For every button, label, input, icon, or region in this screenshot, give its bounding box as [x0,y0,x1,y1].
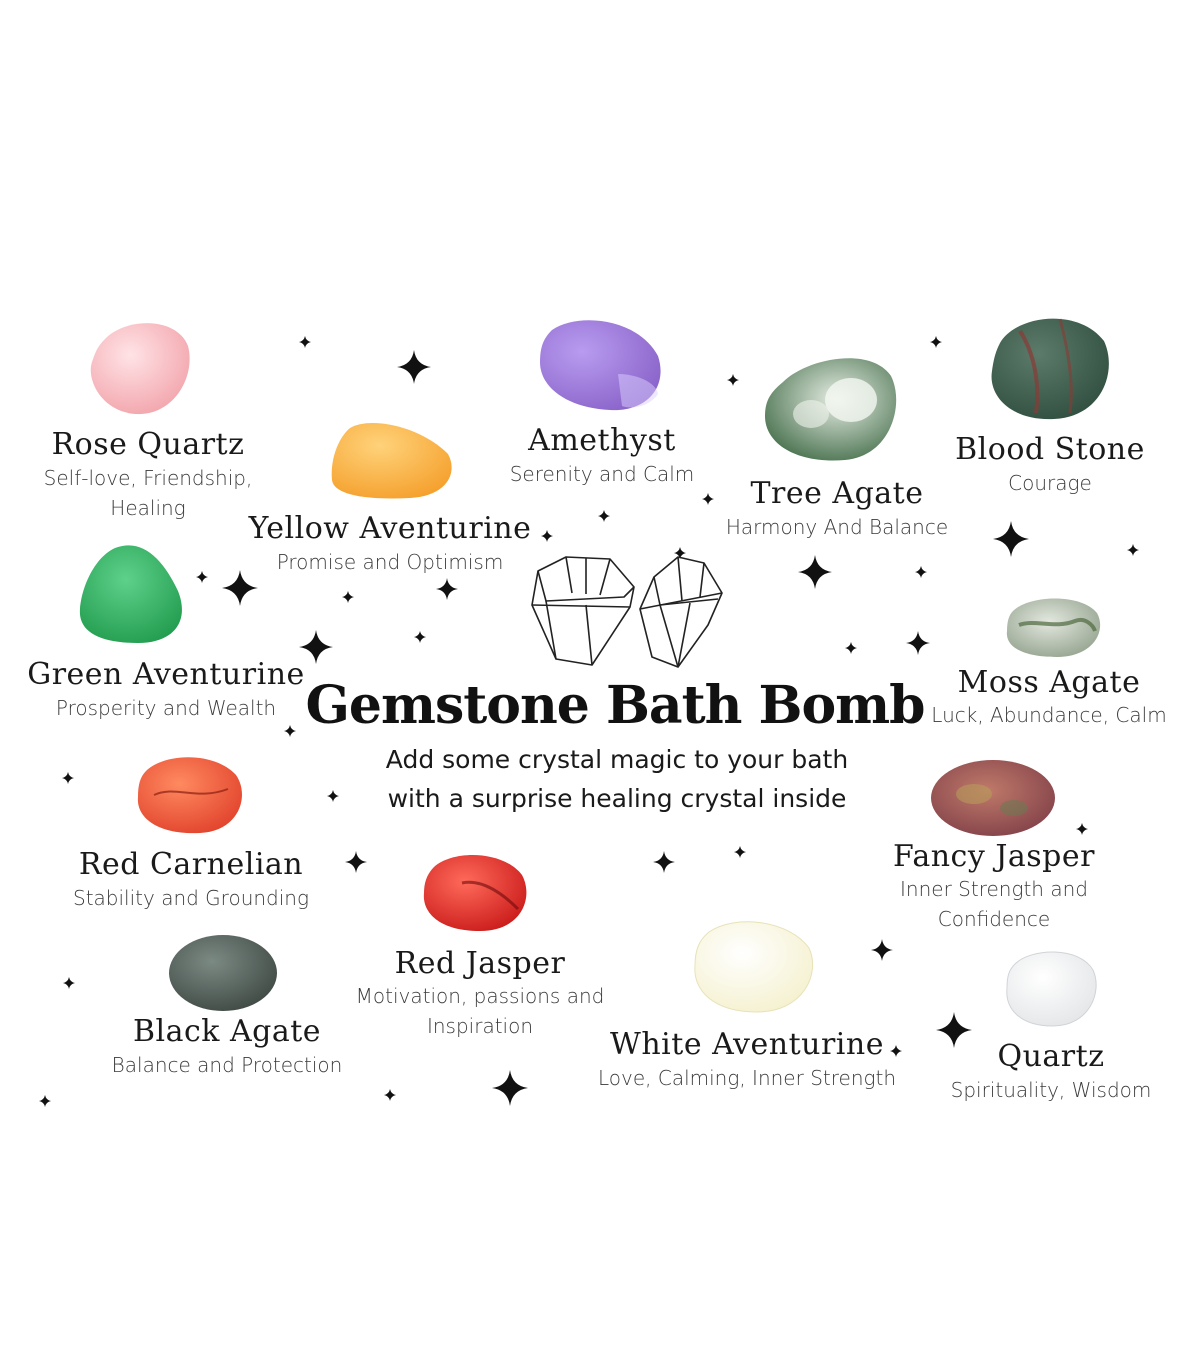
green-aventurine-name: Green Aventurine [27,657,305,692]
sparkle-star-icon [284,725,296,737]
sparkle-star-icon [436,578,458,600]
quartz-stone [1005,948,1099,1028]
red-carnelian-description: Stability and Grounding [73,886,309,910]
black-agate-description: Balance and Protection [111,1053,343,1077]
blood-stone-description: Courage [1008,471,1092,495]
sparkle-star-icon [890,1045,902,1057]
sparkle-star-icon [727,374,739,386]
sparkle-star-icon [798,555,832,589]
tree-agate-description: Harmony And Balance [725,515,949,539]
sparkle-star-icon [915,566,927,578]
yellow-aventurine-stone [330,420,455,500]
blood-stone-name: Blood Stone [955,432,1145,467]
black-agate-name: Black Agate [132,1014,322,1049]
crystal-outline-illustration [531,556,723,668]
blood-stone-stone [990,313,1112,421]
amethyst-name: Amethyst [528,423,676,458]
amethyst-stone [538,316,664,412]
sparkle-star-icon [1127,544,1139,556]
tree-agate-stone [763,352,899,462]
sparkle-star-icon [702,493,714,505]
sparkle-star-icon [196,571,208,583]
sparkle-star-icon [299,336,311,348]
green-aventurine-description: Prosperity and Wealth [55,696,277,720]
rose-quartz-stone [88,318,192,418]
yellow-aventurine-description: Promise and Optimism [276,550,504,574]
sparkle-star-icon [930,336,942,348]
red-jasper-name: Red Jasper [394,946,566,981]
sparkle-star-icon [327,790,339,802]
sparkle-star-icon [871,939,893,961]
sparkle-star-icon [906,631,930,655]
sparkle-star-icon [598,510,610,522]
quartz-description: Spirituality, Wisdom [950,1078,1152,1102]
moss-agate-name: Moss Agate [957,665,1141,700]
page-title: Gemstone Bath Bomb [305,675,925,736]
sparkle-star-icon [62,772,74,784]
sparkle-star-icon [492,1070,528,1106]
green-aventurine-stone [78,543,184,645]
sparkle-star-icon [414,631,426,643]
red-carnelian-stone [136,755,246,835]
quartz-name: Quartz [997,1039,1105,1074]
sparkle-star-icon [345,851,367,873]
black-agate-stone [168,933,278,1013]
sparkle-star-icon [384,1089,396,1101]
sparkle-star-icon [993,521,1029,557]
moss-agate-stone [1005,595,1103,659]
sparkle-star-icon [39,1095,51,1107]
white-aventurine-description: Love, Calming, Inner Strength [597,1066,897,1090]
rose-quartz-description: Self-love, Friendship,Healing [43,466,253,520]
sparkle-star-icon [653,851,675,873]
white-aventurine-name: White Aventurine [610,1027,884,1062]
moss-agate-description: Luck, Abundance, Calm [931,703,1167,727]
white-aventurine-stone [693,918,815,1014]
sparkle-star-icon [936,1012,972,1048]
sparkle-star-icon [1076,823,1088,835]
sparkle-star-icon [541,530,553,542]
sparkle-star-icon [397,350,431,384]
yellow-aventurine-name: Yellow Aventurine [248,511,532,546]
red-carnelian-name: Red Carnelian [78,847,304,882]
red-jasper-stone [422,853,528,933]
sparkle-star-icon [342,591,354,603]
sparkle-star-icon [63,977,75,989]
fancy-jasper-stone [930,758,1056,838]
fancy-jasper-name: Fancy Jasper [893,839,1095,874]
tree-agate-name: Tree Agate [750,476,924,511]
sparkle-star-icon [734,846,746,858]
amethyst-description: Serenity and Calm [509,462,695,486]
rose-quartz-name: Rose Quartz [51,427,245,462]
sparkle-star-icon [845,642,857,654]
